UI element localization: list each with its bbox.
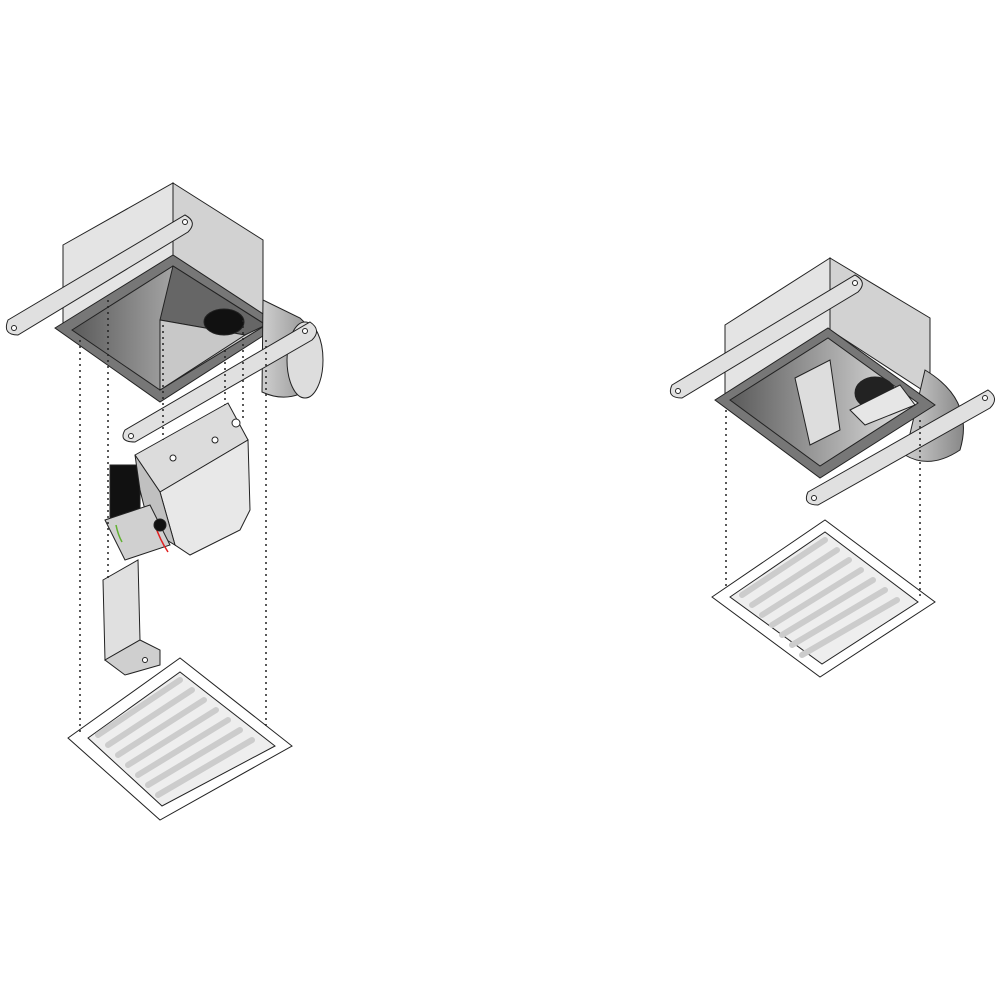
alignment-guides-right <box>725 410 921 600</box>
grille <box>711 519 936 678</box>
junction-box <box>104 504 171 561</box>
assembled-unit <box>669 257 995 678</box>
duct-port <box>203 308 245 336</box>
hanger-bar-front <box>805 389 995 506</box>
grille <box>67 657 293 821</box>
grille-louvers <box>739 537 900 658</box>
motor-blower-assembly <box>104 402 251 561</box>
fan-housing <box>54 182 281 403</box>
hanger-bar-front <box>122 321 317 443</box>
exploded-assembly <box>5 182 324 821</box>
damper-plate <box>102 559 161 676</box>
blower-scroll <box>794 359 841 446</box>
green-wire <box>115 524 123 543</box>
alignment-guides-left <box>79 300 267 735</box>
hanger-bar-back <box>669 274 863 399</box>
grille-louvers <box>95 677 255 798</box>
hanger-bar-back <box>5 214 193 336</box>
